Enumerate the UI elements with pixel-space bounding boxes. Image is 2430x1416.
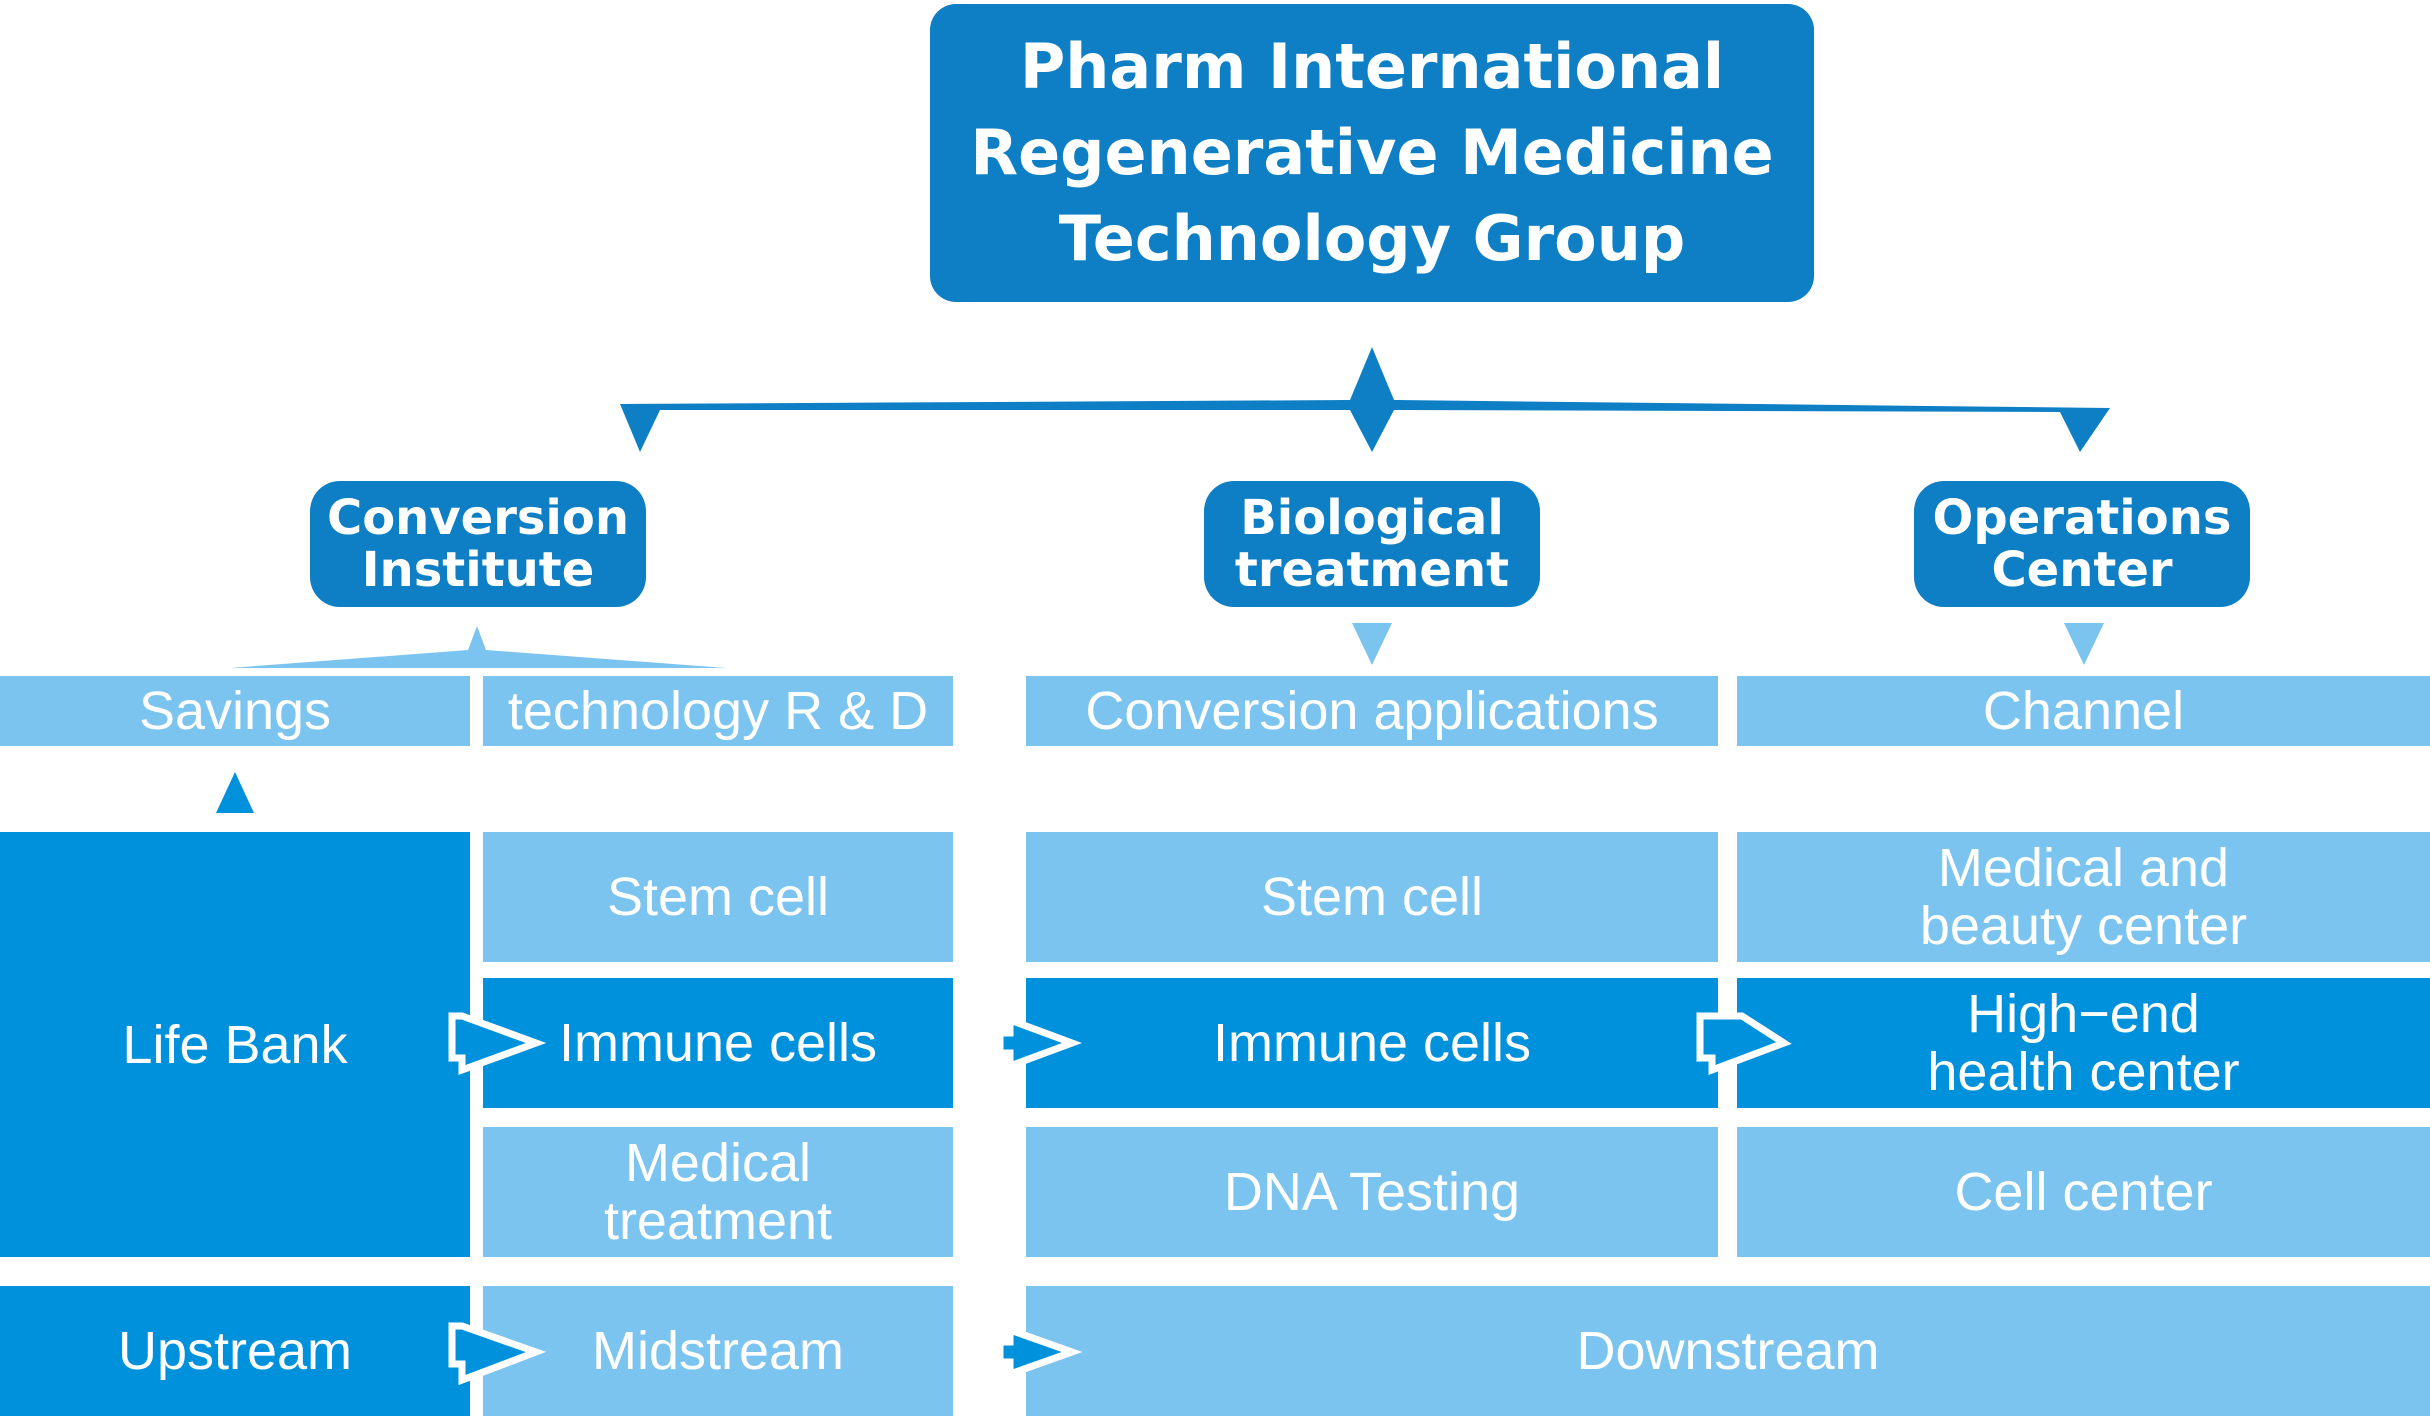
stream-downstream: Downstream	[1026, 1286, 2430, 1416]
header-technology-rnd: technology R & D	[483, 676, 953, 746]
group-title-line: Technology Group	[1058, 202, 1686, 275]
conversion-item-dna-testing: DNA Testing	[1026, 1127, 1718, 1257]
header-channel: Channel	[1737, 676, 2430, 746]
channel-item-cell-center: Cell center	[1737, 1127, 2430, 1257]
group-title-line: Regenerative Medicine	[970, 116, 1774, 189]
channel-item-high-end-health-center: High−end health center	[1737, 978, 2430, 1108]
division-label-line: Biological	[1240, 490, 1504, 546]
cell-label-line: health center	[1927, 1042, 2240, 1102]
division-operations-center: Operations Center	[1914, 481, 2250, 607]
flow-arrow-icon	[448, 1322, 547, 1386]
flow-arrow-icon	[1696, 1012, 1792, 1076]
conversion-item-stem-cell: Stem cell	[1026, 832, 1718, 962]
division-label-line: treatment	[1234, 542, 1510, 598]
rnd-item-medical-treatment: Medical treatment	[483, 1127, 953, 1257]
cell-label-line: Medical and	[1937, 838, 2230, 898]
life-bank-block: Life Bank	[0, 832, 470, 1257]
rnd-item-stem-cell: Stem cell	[483, 832, 953, 962]
stream-midstream: Midstream	[483, 1286, 953, 1416]
cell-label-line: beauty center	[1919, 896, 2248, 956]
cell-label-line: Medical	[624, 1133, 812, 1193]
division-label-line: Center	[1991, 542, 2173, 598]
group-title-box: Pharm International Regenerative Medicin…	[930, 4, 1814, 302]
header-savings: Savings	[0, 676, 470, 746]
conversion-fan-connector	[230, 626, 726, 668]
branch-bar	[620, 347, 2110, 452]
operations-down-arrow	[2064, 623, 2104, 665]
division-label-line: Conversion	[326, 490, 630, 546]
division-biological-treatment: Biological treatment	[1204, 481, 1540, 607]
flow-arrow-icon	[996, 1014, 1083, 1072]
biological-down-arrow	[1352, 623, 1392, 665]
flow-arrow-icon	[448, 1012, 547, 1076]
group-title-line: Pharm International	[1019, 30, 1725, 103]
cell-label-line: High−end	[1967, 984, 2200, 1044]
flow-arrow-icon	[996, 1325, 1083, 1379]
cell-label-line: treatment	[603, 1191, 833, 1251]
channel-item-medical-beauty-center: Medical and beauty center	[1737, 832, 2430, 962]
stream-upstream: Upstream	[0, 1286, 470, 1416]
conversion-item-immune-cells: Immune cells	[1026, 978, 1718, 1108]
division-label-line: Institute	[361, 542, 595, 598]
rnd-item-immune-cells: Immune cells	[483, 978, 953, 1108]
division-label-line: Operations	[1932, 490, 2232, 546]
savings-up-arrow	[216, 772, 254, 813]
header-conversion-applications: Conversion applications	[1026, 676, 1718, 746]
division-conversion-institute: Conversion Institute	[310, 481, 646, 607]
